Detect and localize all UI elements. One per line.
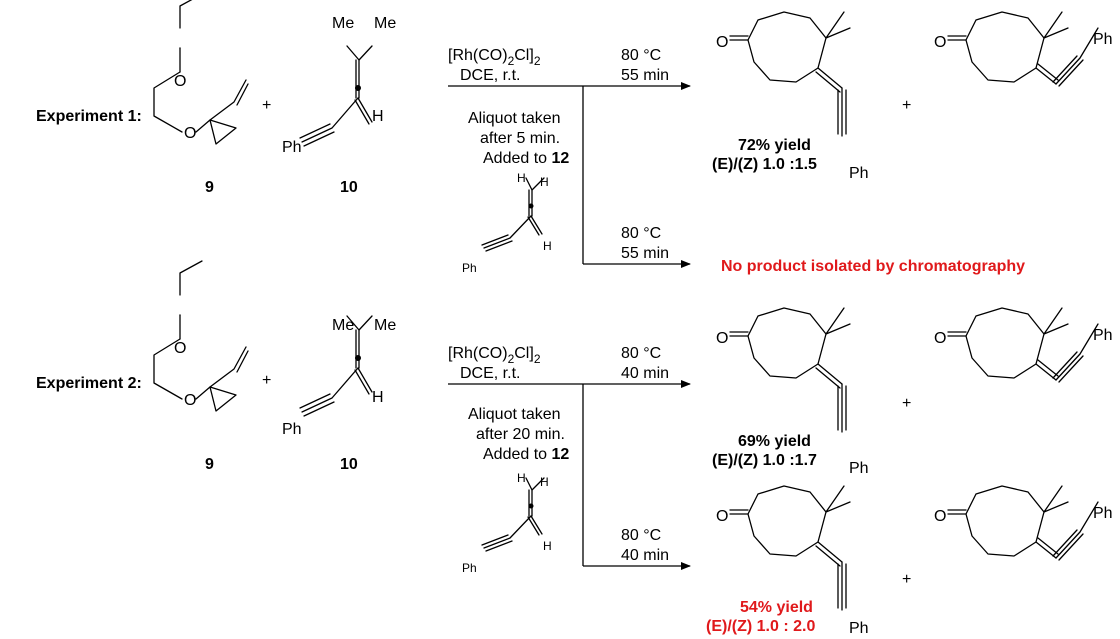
reactant-9-structure bbox=[153, 0, 249, 145]
carbonyl-oxygen-2: O bbox=[716, 330, 728, 347]
plus-products-2: + bbox=[902, 395, 911, 412]
plus-products: + bbox=[902, 97, 911, 114]
methoxy-oxygen-atom: O bbox=[174, 73, 186, 90]
reactant-9-number-2: 9 bbox=[205, 456, 214, 473]
carbonyl-oxygen: O bbox=[716, 34, 728, 51]
product-e-structure-2 bbox=[947, 307, 1099, 383]
upper-temperature: 80 °C bbox=[621, 47, 661, 64]
reactant-10-number-2: 10 bbox=[340, 456, 358, 473]
no-product-message: No product isolated by chromatography bbox=[721, 258, 1025, 275]
product-z-structure-3 bbox=[729, 485, 851, 611]
h-bottom-2: H bbox=[543, 539, 552, 553]
methyl-label-right-2: Me bbox=[374, 317, 396, 334]
reactant-10-number: 10 bbox=[340, 179, 358, 196]
aliquot-line-3-2: Added to 12 bbox=[483, 446, 569, 463]
hydrogen-atom-2: H bbox=[372, 389, 384, 406]
hydrogen-atom: H bbox=[372, 108, 384, 125]
experiment-1-label: Experiment 1: bbox=[36, 108, 142, 125]
aliquot-line-3: Added to 12 bbox=[483, 150, 569, 167]
experiment-2-label: Experiment 2: bbox=[36, 375, 142, 392]
aliquot-line-1: Aliquot taken bbox=[468, 110, 561, 127]
carbonyl-oxygen-e: O bbox=[934, 34, 946, 51]
catalyst-label: [Rh(CO)2Cl]2 bbox=[448, 47, 541, 68]
carbonyl-oxygen-e-2: O bbox=[934, 330, 946, 347]
compound-12-structure bbox=[481, 177, 545, 252]
solvent-label: DCE, r.t. bbox=[460, 67, 520, 84]
reactant-9-number: 9 bbox=[205, 179, 214, 196]
h-left-2: H bbox=[517, 471, 526, 485]
ph-small: Ph bbox=[462, 261, 477, 275]
catalyst-label-2: [Rh(CO)2Cl]2 bbox=[448, 345, 541, 366]
solvent-label-2: DCE, r.t. bbox=[460, 365, 520, 382]
compound-12-structure-2 bbox=[481, 477, 545, 552]
phenyl-label-2: Ph bbox=[282, 421, 302, 438]
lower-temperature: 80 °C bbox=[621, 225, 661, 242]
product-e-ph-2: Ph bbox=[1093, 327, 1113, 344]
reactant-10-structure bbox=[299, 45, 373, 147]
upper-yield: 72% yield bbox=[738, 137, 811, 154]
h-bottom: H bbox=[543, 239, 552, 253]
carbonyl-oxygen-e-3: O bbox=[934, 508, 946, 525]
plus-sign-2: + bbox=[262, 372, 271, 389]
methoxy-oxygen-atom-2: O bbox=[174, 340, 186, 357]
methyl-label-left-2: Me bbox=[332, 317, 354, 334]
plus-sign: + bbox=[262, 97, 271, 114]
lower-ratio-2: (E)/(Z) 1.0 : 2.0 bbox=[706, 618, 815, 635]
aliquot-line-1-2: Aliquot taken bbox=[468, 406, 561, 423]
h-right-2: H bbox=[540, 475, 549, 489]
phenyl-label: Ph bbox=[282, 139, 302, 156]
aliquot-line-2: after 5 min. bbox=[480, 130, 560, 147]
lower-time: 55 min bbox=[621, 245, 669, 262]
product-z-structure-2 bbox=[729, 307, 851, 433]
lower-temperature-2: 80 °C bbox=[621, 527, 661, 544]
upper-time: 55 min bbox=[621, 67, 669, 84]
h-left: H bbox=[517, 171, 526, 185]
upper-ratio-2: (E)/(Z) 1.0 :1.7 bbox=[712, 452, 817, 469]
upper-time-2: 40 min bbox=[621, 365, 669, 382]
aliquot-line-2-2: after 20 min. bbox=[476, 426, 565, 443]
upper-temperature-2: 80 °C bbox=[621, 345, 661, 362]
product-e-structure bbox=[947, 11, 1099, 87]
h-right: H bbox=[540, 175, 549, 189]
upper-yield-2: 69% yield bbox=[738, 433, 811, 450]
reactant-9-structure-2 bbox=[153, 260, 249, 412]
plus-products-3: + bbox=[902, 571, 911, 588]
lower-time-2: 40 min bbox=[621, 547, 669, 564]
product-z-ph: Ph bbox=[849, 165, 869, 182]
methyl-label-right: Me bbox=[374, 15, 396, 32]
upper-ratio: (E)/(Z) 1.0 :1.5 bbox=[712, 156, 817, 173]
carbonyl-oxygen-3: O bbox=[716, 508, 728, 525]
lower-yield-2: 54% yield bbox=[740, 599, 813, 616]
product-z-ph-3: Ph bbox=[849, 620, 869, 637]
product-e-structure-3 bbox=[947, 485, 1099, 561]
product-e-ph-3: Ph bbox=[1093, 505, 1113, 522]
ph-small-2: Ph bbox=[462, 561, 477, 575]
ether-oxygen-atom-2: O bbox=[184, 392, 196, 409]
product-z-ph-2: Ph bbox=[849, 460, 869, 477]
product-e-ph: Ph bbox=[1093, 31, 1113, 48]
ether-oxygen-atom: O bbox=[184, 125, 196, 142]
product-z-structure bbox=[729, 11, 851, 137]
methyl-label-left: Me bbox=[332, 15, 354, 32]
